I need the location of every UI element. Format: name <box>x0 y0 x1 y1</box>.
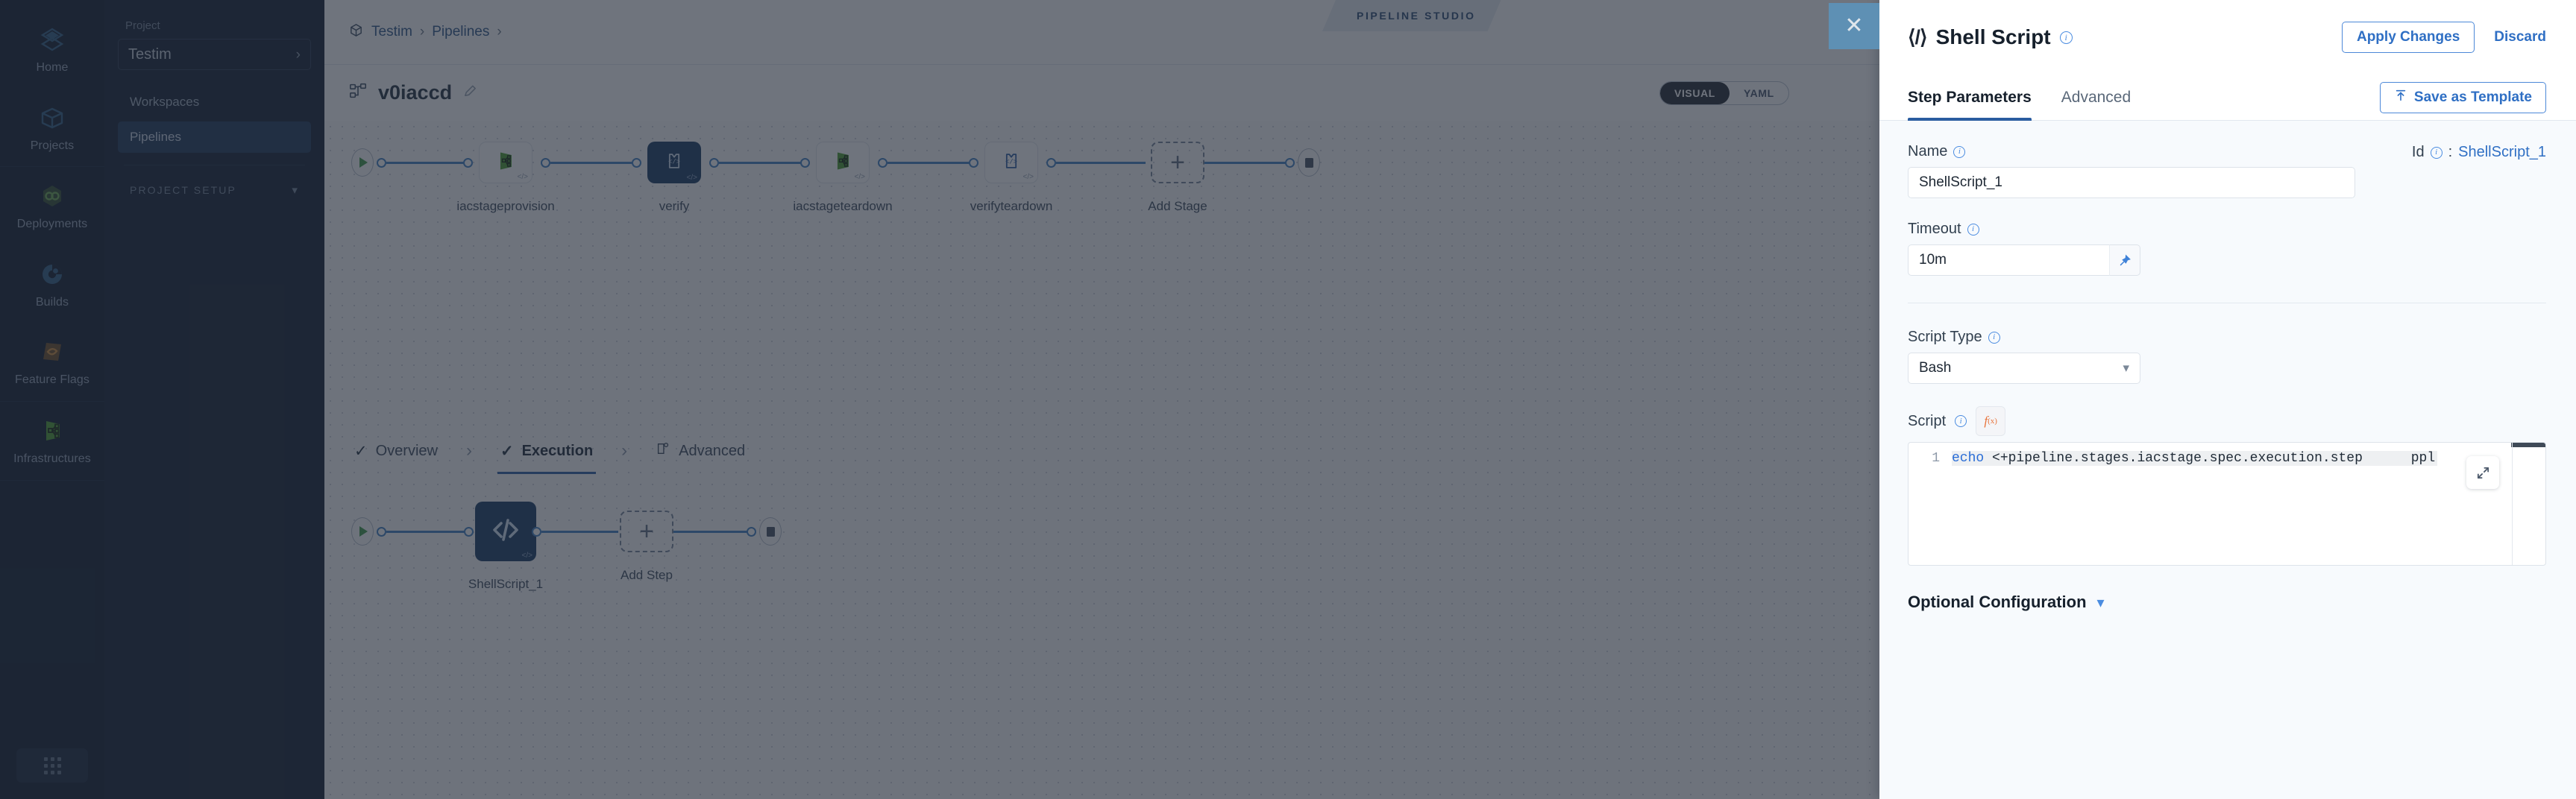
close-panel-button[interactable]: ✕ <box>1829 3 1879 49</box>
expression-fx-button[interactable]: f(x) <box>1976 406 2006 436</box>
timeout-input-wrap: 10m <box>1908 244 2140 276</box>
info-icon[interactable]: i <box>1988 331 2000 344</box>
discard-button[interactable]: Discard <box>2494 29 2546 45</box>
script-type-field-group: Script Type i Bash ▾ <box>1908 329 2546 384</box>
upload-arrow-icon <box>2394 89 2407 107</box>
info-icon[interactable]: i <box>1967 223 1979 236</box>
editor-horizontal-scrollbar[interactable] <box>2511 443 2545 447</box>
name-label-row: Name i <box>1908 143 2355 160</box>
save-as-template-button[interactable]: Save as Template <box>2379 81 2546 113</box>
code-line: 1 echo <+pipeline.stages.iacstage.spec.e… <box>1909 443 2545 466</box>
optional-configuration-label: Optional Configuration <box>1908 593 2087 611</box>
name-input[interactable]: ShellScript_1 <box>1908 167 2355 198</box>
close-icon: ✕ <box>1844 13 1864 38</box>
panel-actions: Apply Changes Discard <box>2341 22 2546 53</box>
script-label: Script <box>1908 412 1947 429</box>
editor-minimap-divider <box>2512 443 2513 565</box>
script-type-label-row: Script Type i <box>1908 329 2546 346</box>
line-number: 1 <box>1932 451 1940 466</box>
script-type-value: Bash <box>1919 360 1952 376</box>
name-field-group: Name i ShellScript_1 <box>1908 143 2355 198</box>
spacer <box>1908 198 2546 221</box>
timeout-field-group: Timeout i 10m <box>1908 221 2546 276</box>
id-label: Id <box>2411 144 2425 160</box>
panel-title: Shell Script <box>1935 25 2051 48</box>
timeout-label-row: Timeout i <box>1908 221 2546 238</box>
panel-body: Name i ShellScript_1 Id i : ShellScript_… <box>1879 121 2576 799</box>
tab-step-parameters[interactable]: Step Parameters <box>1908 75 2032 121</box>
code-expression: <+pipeline.stages.iacstage.spec.executio… <box>1984 451 2436 466</box>
expand-fullscreen-icon[interactable] <box>2466 456 2499 489</box>
step-id-display: Id i : ShellScript_1 <box>2412 143 2546 161</box>
info-icon[interactable]: i <box>1955 415 1967 427</box>
tab-advanced[interactable]: Advanced <box>2061 88 2132 106</box>
apply-changes-button[interactable]: Apply Changes <box>2341 22 2475 53</box>
chevron-down-icon: ▾ <box>2096 594 2105 611</box>
script-field-group: Script i f(x) 1 echo <+pipeline.stages.i… <box>1908 406 2546 566</box>
optional-configuration-section[interactable]: Optional Configuration ▾ <box>1908 593 2546 612</box>
name-row: Name i ShellScript_1 Id i : ShellScript_… <box>1908 143 2546 198</box>
code-brackets-icon: ⟨/⟩ <box>1908 25 1928 48</box>
spacer <box>1908 384 2546 406</box>
info-icon[interactable]: i <box>2059 31 2073 44</box>
pin-icon[interactable] <box>2109 244 2140 276</box>
id-value[interactable]: ShellScript_1 <box>2458 144 2546 160</box>
fx-sub: (x) <box>1988 417 1997 426</box>
script-type-select[interactable]: Bash ▾ <box>1908 353 2140 384</box>
info-icon[interactable]: i <box>2430 146 2443 159</box>
panel-title-wrap: ⟨/⟩ Shell Script i <box>1908 25 2073 49</box>
info-icon[interactable]: i <box>1953 145 1966 158</box>
code-keyword: echo <box>1952 451 1985 466</box>
chevron-down-icon: ▾ <box>2123 361 2129 375</box>
script-type-label: Script Type <box>1908 329 1982 345</box>
fx-label: f <box>1984 414 1988 428</box>
save-as-template-label: Save as Template <box>2413 89 2532 105</box>
timeout-input[interactable]: 10m <box>1908 244 2109 276</box>
id-separator: : <box>2448 144 2453 160</box>
panel-tabs: Step Parameters Advanced Save as Templat… <box>1879 75 2576 121</box>
script-label-row: Script i f(x) <box>1908 406 2546 436</box>
panel-header: ⟨/⟩ Shell Script i Apply Changes Discard <box>1879 0 2576 75</box>
script-code-editor[interactable]: 1 echo <+pipeline.stages.iacstage.spec.e… <box>1908 442 2546 566</box>
step-configuration-panel: ✕ ⟨/⟩ Shell Script i Apply Changes Disca… <box>1829 0 2576 799</box>
name-label: Name <box>1908 143 1948 160</box>
code-content[interactable]: echo <+pipeline.stages.iacstage.spec.exe… <box>1952 451 2438 466</box>
timeout-label: Timeout <box>1908 221 1961 237</box>
